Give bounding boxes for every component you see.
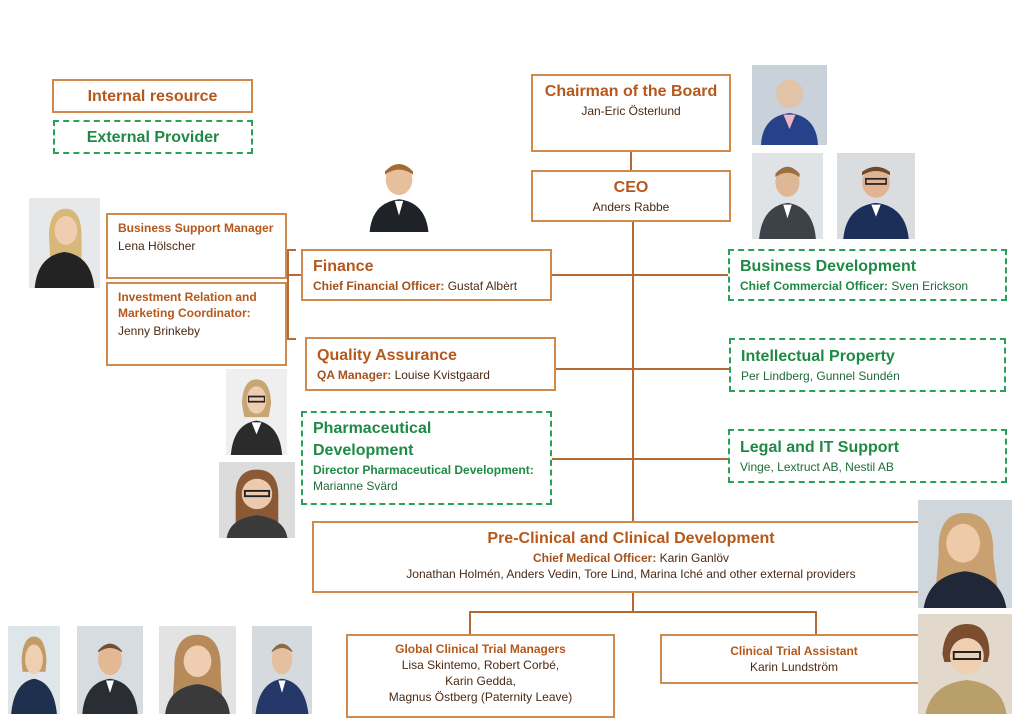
quality-name: Louise Kvistgaard: [394, 368, 490, 382]
person-photo-icon: [219, 462, 295, 538]
line-support-bracket: [287, 249, 289, 339]
line-quality: [556, 368, 632, 370]
ceo-name: Anders Rabbe: [592, 200, 670, 214]
preclinical-box: Pre-Clinical and Clinical Development Ch…: [312, 521, 950, 593]
quality-box: Quality Assurance QA Manager: Louise Kvi…: [305, 337, 556, 391]
person-photo-icon: [918, 500, 1012, 608]
cta-title: Clinical Trial Assistant: [730, 644, 858, 658]
preclinical-title: Pre-Clinical and Clinical Development: [487, 530, 775, 547]
business-dev-box: Business Development Chief Commercial Of…: [728, 249, 1007, 301]
pharma-role: Director Pharmaceutical Development:: [313, 463, 534, 477]
legend-external-label: External Provider: [86, 129, 220, 146]
legend-internal: Internal resource: [52, 79, 253, 113]
ip-box: Intellectual Property Per Lindberg, Gunn…: [729, 338, 1006, 392]
business-dev-name: Sven Erickson: [891, 279, 969, 293]
legal-box: Legal and IT Support Vinge, Lextruct AB,…: [728, 429, 1007, 483]
business-dev-role: Chief Commercial Officer:: [740, 279, 889, 293]
person-photo-icon: [226, 369, 287, 455]
finance-title: Finance: [313, 258, 374, 275]
investment-relation-box: Investment Relation and Marketing Coordi…: [106, 282, 287, 366]
person-photo-icon: [752, 65, 827, 145]
chairman-name: Jan-Eric Österlund: [581, 104, 681, 118]
line-legal: [633, 458, 729, 460]
ceo-box: CEO Anders Rabbe: [531, 170, 731, 222]
legal-title: Legal and IT Support: [740, 439, 900, 456]
line-main-vertical: [632, 221, 634, 521]
investment-relation-name: Jenny Brinkeby: [118, 324, 201, 338]
finance-role: Chief Financial Officer:: [313, 279, 445, 293]
ceo-title: CEO: [613, 179, 649, 196]
line-bizdev: [633, 274, 729, 276]
line-gctm: [469, 611, 471, 634]
gctm-line1: Lisa Skintemo, Robert Corbé,: [401, 658, 560, 672]
person-photo-icon: [252, 626, 312, 714]
preclinical-name: Karin Ganlöv: [659, 551, 730, 565]
person-photo-icon: [29, 198, 100, 288]
investment-relation-title: Investment Relation and Marketing Coordi…: [118, 290, 257, 320]
line-support-to-finance: [288, 274, 302, 276]
person-photo-icon: [364, 150, 434, 232]
ip-names: Per Lindberg, Gunnel Sundén: [741, 369, 900, 383]
chairman-title: Chairman of the Board: [544, 83, 718, 100]
quality-title: Quality Assurance: [317, 347, 457, 364]
cta-name: Karin Lundström: [749, 660, 839, 674]
finance-box: Finance Chief Financial Officer: Gustaf …: [301, 249, 552, 301]
person-photo-icon: [77, 626, 143, 714]
person-photo-icon: [752, 153, 823, 239]
business-support-title: Business Support Manager: [118, 221, 274, 235]
person-photo-icon: [8, 626, 60, 714]
business-dev-title: Business Development: [740, 258, 917, 275]
line-pharma: [552, 458, 632, 460]
finance-name: Gustaf Albèrt: [447, 279, 518, 293]
legal-names: Vinge, Lextruct AB, Nestil AB: [740, 460, 894, 474]
person-photo-icon: [159, 626, 236, 714]
line-ip: [633, 368, 729, 370]
pharma-box: Pharmaceutical Development Director Phar…: [301, 411, 552, 505]
business-support-box: Business Support Manager Lena Hölscher: [106, 213, 287, 279]
gctm-line3: Magnus Östberg (Paternity Leave): [388, 690, 573, 704]
line-pre-branch: [469, 611, 817, 613]
gctm-box: Global Clinical Trial Managers Lisa Skin…: [346, 634, 615, 718]
gctm-title: Global Clinical Trial Managers: [395, 642, 566, 656]
legend-internal-label: Internal resource: [87, 88, 218, 105]
line-finance: [552, 274, 632, 276]
legend-external: External Provider: [53, 120, 253, 154]
ip-title: Intellectual Property: [741, 348, 895, 365]
pharma-name: Marianne Svärd: [313, 479, 398, 493]
chairman-box: Chairman of the Board Jan-Eric Österlund: [531, 74, 731, 152]
business-support-name: Lena Hölscher: [118, 239, 196, 253]
gctm-line2: Karin Gedda,: [445, 674, 516, 688]
line-chair-ceo: [630, 151, 632, 171]
line-support-bracket-bot: [286, 338, 296, 340]
line-cta: [815, 611, 817, 634]
person-photo-icon: [837, 153, 915, 239]
quality-role: QA Manager:: [317, 368, 392, 382]
person-photo-icon: [918, 614, 1012, 714]
preclinical-role: Chief Medical Officer:: [532, 551, 657, 565]
pharma-title: Pharmaceutical Development: [313, 420, 432, 459]
line-support-bracket-top: [286, 249, 296, 251]
cta-box: Clinical Trial Assistant Karin Lundström: [660, 634, 928, 684]
preclinical-others: Jonathan Holmén, Anders Vedin, Tore Lind…: [406, 567, 856, 581]
line-pre-down: [632, 592, 634, 612]
